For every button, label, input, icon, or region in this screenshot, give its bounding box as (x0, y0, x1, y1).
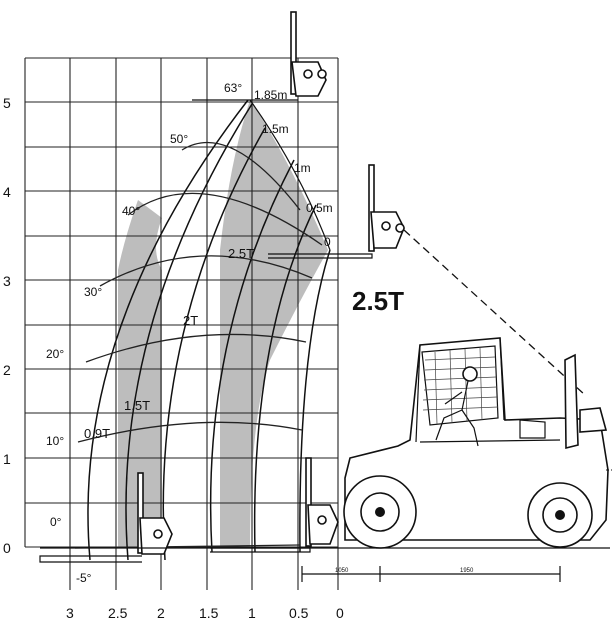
angle-label: 63° (224, 81, 242, 95)
reach-labels: 1.85m 1.5m 1m 0.5m 0 (254, 88, 333, 249)
angle-label: 40° (122, 204, 140, 218)
reach-label: 0.5m (306, 201, 333, 215)
x-tick-label: 0.5 (289, 605, 309, 621)
angle-label: 0° (50, 515, 62, 529)
grid (24, 57, 339, 590)
x-tick-label: 0 (336, 605, 344, 621)
x-tick-label: 1.5 (199, 605, 219, 621)
y-tick-label: 1 (3, 451, 11, 467)
reach-arcs (87, 99, 331, 561)
angle-label: 30° (84, 285, 102, 299)
y-axis: 5 4 3 2 1 0 (3, 95, 11, 556)
angle-rays (74, 141, 323, 549)
fork-top (290, 11, 327, 97)
dimension-line: 1050 1950 (301, 566, 561, 582)
y-tick-label: 5 (3, 95, 11, 111)
x-tick-label: 2.5 (108, 605, 128, 621)
boundary-line (249, 99, 331, 251)
fork-mid (268, 164, 405, 259)
capacity-label: 2T (183, 313, 198, 328)
reach-label: 1.5m (262, 122, 289, 136)
rear-wheel (527, 482, 593, 548)
y-tick-label: 4 (3, 184, 11, 200)
dimension-label: 1950 (460, 568, 474, 574)
x-tick-label: 2 (157, 605, 165, 621)
operator-figure (435, 366, 479, 447)
angle-label: 10° (46, 434, 64, 448)
angle-label: -5° (76, 571, 92, 585)
fork-low (210, 457, 339, 553)
y-tick-label: 2 (3, 362, 11, 378)
cab-mesh (422, 347, 499, 425)
x-axis: 3 2.5 2 1.5 1 0.5 0 (66, 605, 344, 621)
capacity-band-2-5t (220, 100, 328, 548)
dimension-label: 1050 (335, 568, 349, 574)
reach-label: 1m (294, 161, 311, 175)
x-tick-label: 1 (248, 605, 256, 621)
headline-capacity: 2.5T (352, 286, 404, 316)
angle-labels: 63° 50° 40° 30° 20° 10° 0° -5° (46, 81, 242, 585)
capacity-label: 2.5T (228, 246, 254, 261)
front-wheel (343, 475, 417, 549)
capacity-label: 1.5T (124, 398, 150, 413)
angle-label: 20° (46, 347, 64, 361)
angle-label: 50° (170, 132, 188, 146)
boom-dashed-line (403, 229, 586, 396)
fork-ground (39, 472, 173, 563)
y-tick-label: 3 (3, 273, 11, 289)
reach-label: 0 (324, 235, 331, 249)
capacity-label: 0.9T (84, 426, 110, 441)
capacity-labels: 2.5T 2T 1.5T 0.9T (84, 246, 254, 441)
reach-label: 1.85m (254, 88, 287, 102)
x-tick-label: 3 (66, 605, 74, 621)
y-tick-label: 0 (3, 540, 11, 556)
